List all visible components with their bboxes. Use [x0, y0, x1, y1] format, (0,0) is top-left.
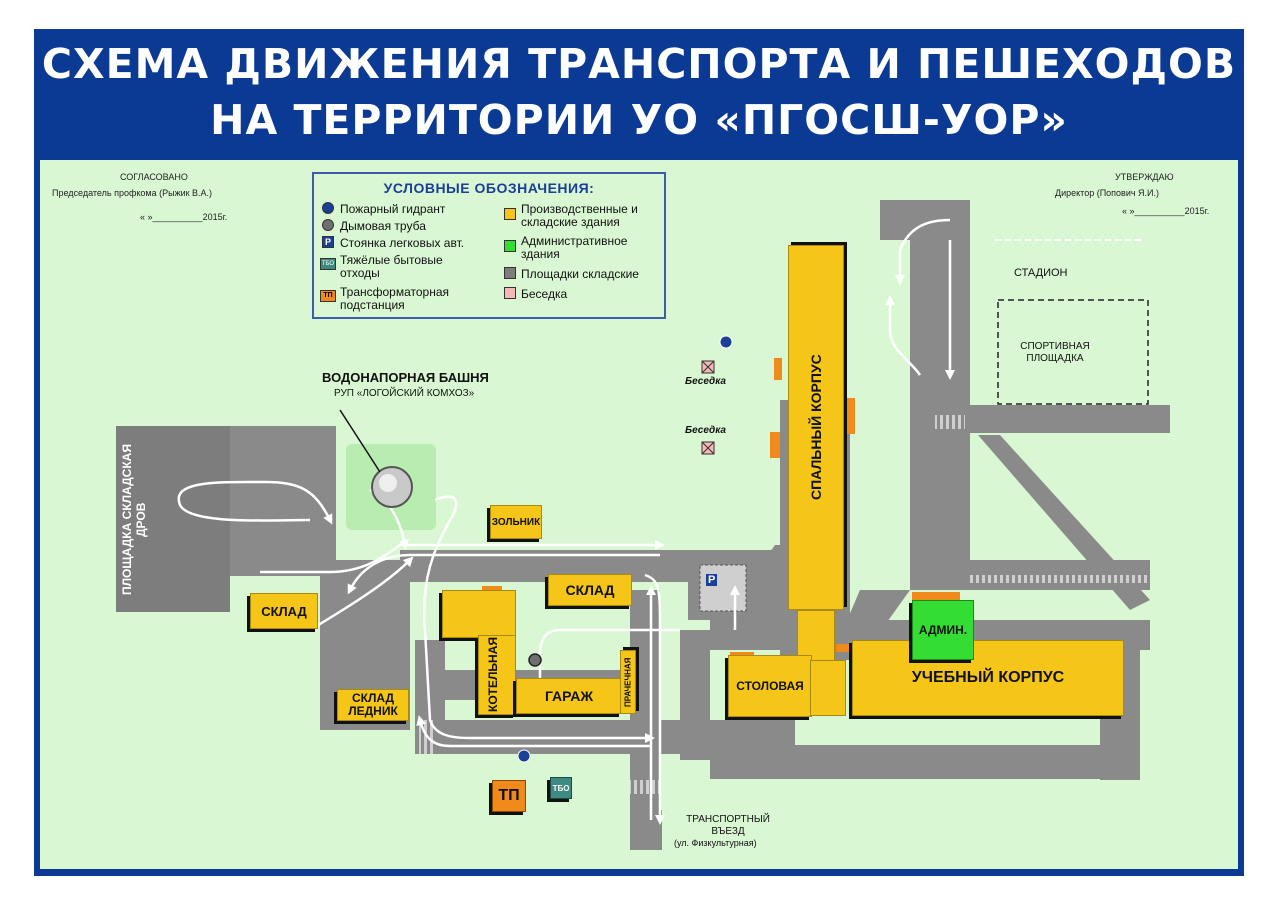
warehouse-center: СКЛАД: [548, 574, 632, 606]
ash-house: ЗОЛЬНИК: [490, 505, 542, 539]
poster-title: СХЕМА ДВИЖЕНИЯ ТРАНСПОРТА И ПЕШЕХОДОВ НА…: [34, 36, 1244, 148]
education-building: УЧЕБНЫЙ КОРПУС: [852, 640, 1124, 716]
legend-title: УСЛОВНЫЕ ОБОЗНАЧЕНИЯ:: [383, 180, 595, 196]
water-tower-top: [379, 474, 397, 492]
hydrant-icon: [322, 202, 334, 214]
wood-storage-label: ПЛОЩАДКА СКЛАДСКАЯ ДРОВ: [120, 444, 148, 596]
legend-transformer: Трансформаторная подстанция: [340, 285, 450, 312]
approval-right-heading: УТВЕРЖДАЮ: [1115, 172, 1174, 182]
gazebo-legend-icon: [504, 287, 516, 299]
approval-right-date: « »__________2015г.: [1122, 206, 1210, 216]
title-line-1: СХЕМА ДВИЖЕНИЯ ТРАНСПОРТА И ПЕШЕХОДОВ: [41, 40, 1237, 88]
legend-gazebo: Беседка: [521, 287, 568, 301]
crosswalk: [970, 575, 1150, 583]
water-tower-pointer: [339, 409, 381, 473]
legend-hydrant: Пожарный гидрант: [340, 202, 446, 216]
traffic-routes: [177, 218, 955, 825]
approval-left-date: « »__________2015г.: [140, 212, 228, 222]
transformer-legend-icon: ТП: [320, 290, 336, 302]
gazebos: [701, 360, 715, 455]
entrance-label: ТРАНСПОРТНЫЙ ВЪЕЗД: [686, 814, 770, 837]
warehouse-left: СКЛАД: [250, 593, 318, 629]
legend-production: Производственные и складские здания: [521, 202, 638, 229]
legend-chimney: Дымовая труба: [340, 219, 426, 233]
sports-ground-label: СПОРТИВНАЯ ПЛОЩАДКА: [1020, 341, 1090, 364]
laundry: ПРАЧЕЧНАЯ: [620, 650, 636, 714]
gazebo-label-2: Беседка: [685, 425, 726, 436]
garage: ГАРАЖ: [516, 678, 622, 714]
crosswalk: [935, 415, 965, 429]
sports-ground-border: [997, 299, 1149, 405]
crosswalk: [630, 780, 660, 794]
dormitory: СПАЛЬНЫЙ КОРПУС: [788, 245, 844, 610]
water-tower-owner-label: РУП «ЛОГОЙСКИЙ КОМХОЗ»: [334, 388, 475, 399]
boiler-top: [442, 590, 516, 638]
storage-swatch: [504, 267, 516, 279]
waste-legend-icon: ТБО: [320, 258, 336, 270]
entrance-street-label: (ул. Физкультурная): [674, 838, 757, 848]
water-tower-label: ВОДОНАПОРНАЯ БАШНЯ: [322, 370, 489, 385]
fire-hydrants: [517, 335, 733, 763]
approval-left-person: Председатель профкома (Рыжик В.А.): [52, 188, 213, 198]
legend: УСЛОВНЫЕ ОБОЗНАЧЕНИЯ: Пожарный гидрант Д…: [312, 172, 666, 319]
chimney-icon: [528, 653, 542, 667]
stadium-label: СТАДИОН: [1014, 267, 1068, 279]
chimney-legend-icon: [322, 219, 334, 231]
admin-building: АДМИН.: [912, 600, 974, 660]
transformer-substation: ТП: [492, 780, 526, 812]
gazebo-label-1: Беседка: [685, 376, 726, 387]
title-line-2: НА ТЕРРИТОРИИ УО «ПГОСШ-УОР»: [210, 96, 1068, 144]
boiler-bottom: [478, 635, 516, 715]
legend-admin: Административное здания: [521, 234, 628, 261]
legend-storage: Площадки складские: [521, 267, 639, 281]
parking-area: [699, 564, 747, 612]
waste-container: ТБО: [550, 777, 572, 799]
legend-waste: Тяжёлые бытовые отходы: [340, 253, 443, 280]
boiler-label: КОТЕЛЬНАЯ: [486, 637, 500, 712]
legend-parking: Стоянка легковых авт.: [340, 236, 465, 250]
warehouse-glacier: СКЛАД ЛЕДНИК: [337, 689, 409, 721]
approval-left-heading: СОГЛАСОВАНО: [120, 172, 188, 182]
parking-legend-icon: P: [322, 236, 334, 248]
production-swatch: [504, 208, 516, 220]
canteen-link: [810, 660, 846, 716]
canteen: СТОЛОВАЯ: [728, 655, 812, 717]
site-map: СОГЛАСОВАНО Председатель профкома (Рыжик…: [40, 160, 1238, 869]
admin-swatch: [504, 240, 516, 252]
parking-sign: P: [706, 574, 718, 586]
yard-area: [230, 426, 336, 576]
approval-right-person: Директор (Попович Я.И.): [1055, 188, 1160, 198]
